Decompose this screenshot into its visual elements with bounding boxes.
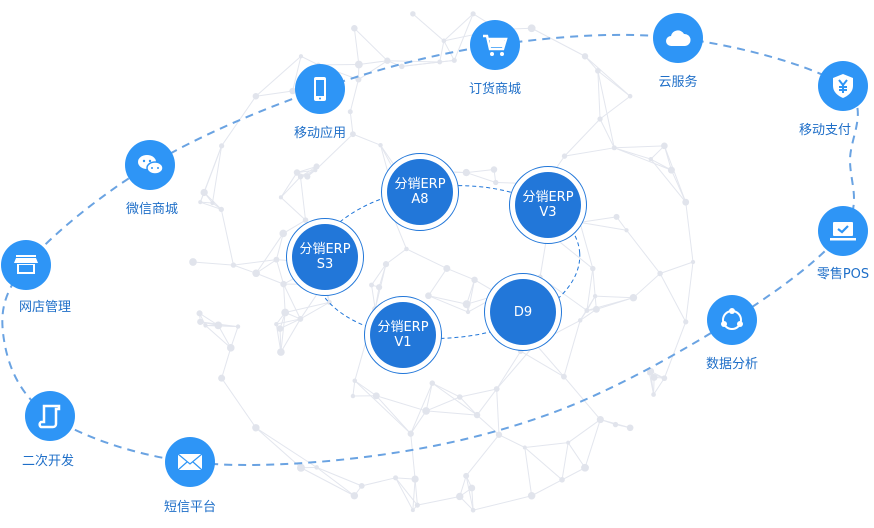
node-wechat[interactable] <box>125 140 175 190</box>
erp-node[interactable]: D9 <box>484 273 562 351</box>
outer-dashed-orbit <box>1 33 859 466</box>
node-laptop-check[interactable] <box>818 206 868 256</box>
mobile-icon <box>314 77 326 101</box>
laptop-check-icon <box>830 222 856 241</box>
erp-version: A8 <box>411 192 429 207</box>
node-label: 移动支付 <box>798 123 852 138</box>
node-share[interactable] <box>707 295 757 345</box>
erp-name: 分销ERP <box>299 242 351 257</box>
node-scroll[interactable] <box>25 391 75 441</box>
node-label: 短信平台 <box>163 500 217 515</box>
erp-name: D9 <box>513 304 533 320</box>
wechat-icon <box>138 155 164 175</box>
node-label: 二次开发 <box>21 454 75 469</box>
shop-icon <box>14 255 38 274</box>
node-label: 零售POS <box>816 267 870 282</box>
node-envelope[interactable] <box>165 437 215 487</box>
node-label: 云服务 <box>658 75 698 90</box>
node-shop[interactable] <box>1 240 51 290</box>
node-label: 订货商城 <box>468 82 522 97</box>
node-mobile[interactable] <box>295 64 345 114</box>
share-icon <box>721 308 743 330</box>
cloud-icon <box>666 30 691 46</box>
node-cart[interactable] <box>470 20 520 70</box>
node-label: 移动应用 <box>293 126 347 141</box>
scroll-icon <box>38 404 61 429</box>
cart-icon <box>483 34 508 56</box>
erp-name: 分销ERP <box>394 177 446 192</box>
envelope-icon <box>177 453 203 471</box>
erp-name: 分销ERP <box>522 190 574 205</box>
node-label: 数据分析 <box>705 357 759 372</box>
yen-shield-icon <box>833 74 853 98</box>
node-label: 网店管理 <box>18 300 72 315</box>
erp-version: V1 <box>394 335 412 350</box>
erp-version: S3 <box>316 257 334 272</box>
node-label: 微信商城 <box>125 202 179 217</box>
node-cloud[interactable] <box>653 13 703 63</box>
erp-version: V3 <box>539 205 557 220</box>
erp-name: 分销ERP <box>377 320 429 335</box>
node-yen-shield[interactable] <box>818 61 868 111</box>
inner-dashed-orbit <box>313 185 581 339</box>
